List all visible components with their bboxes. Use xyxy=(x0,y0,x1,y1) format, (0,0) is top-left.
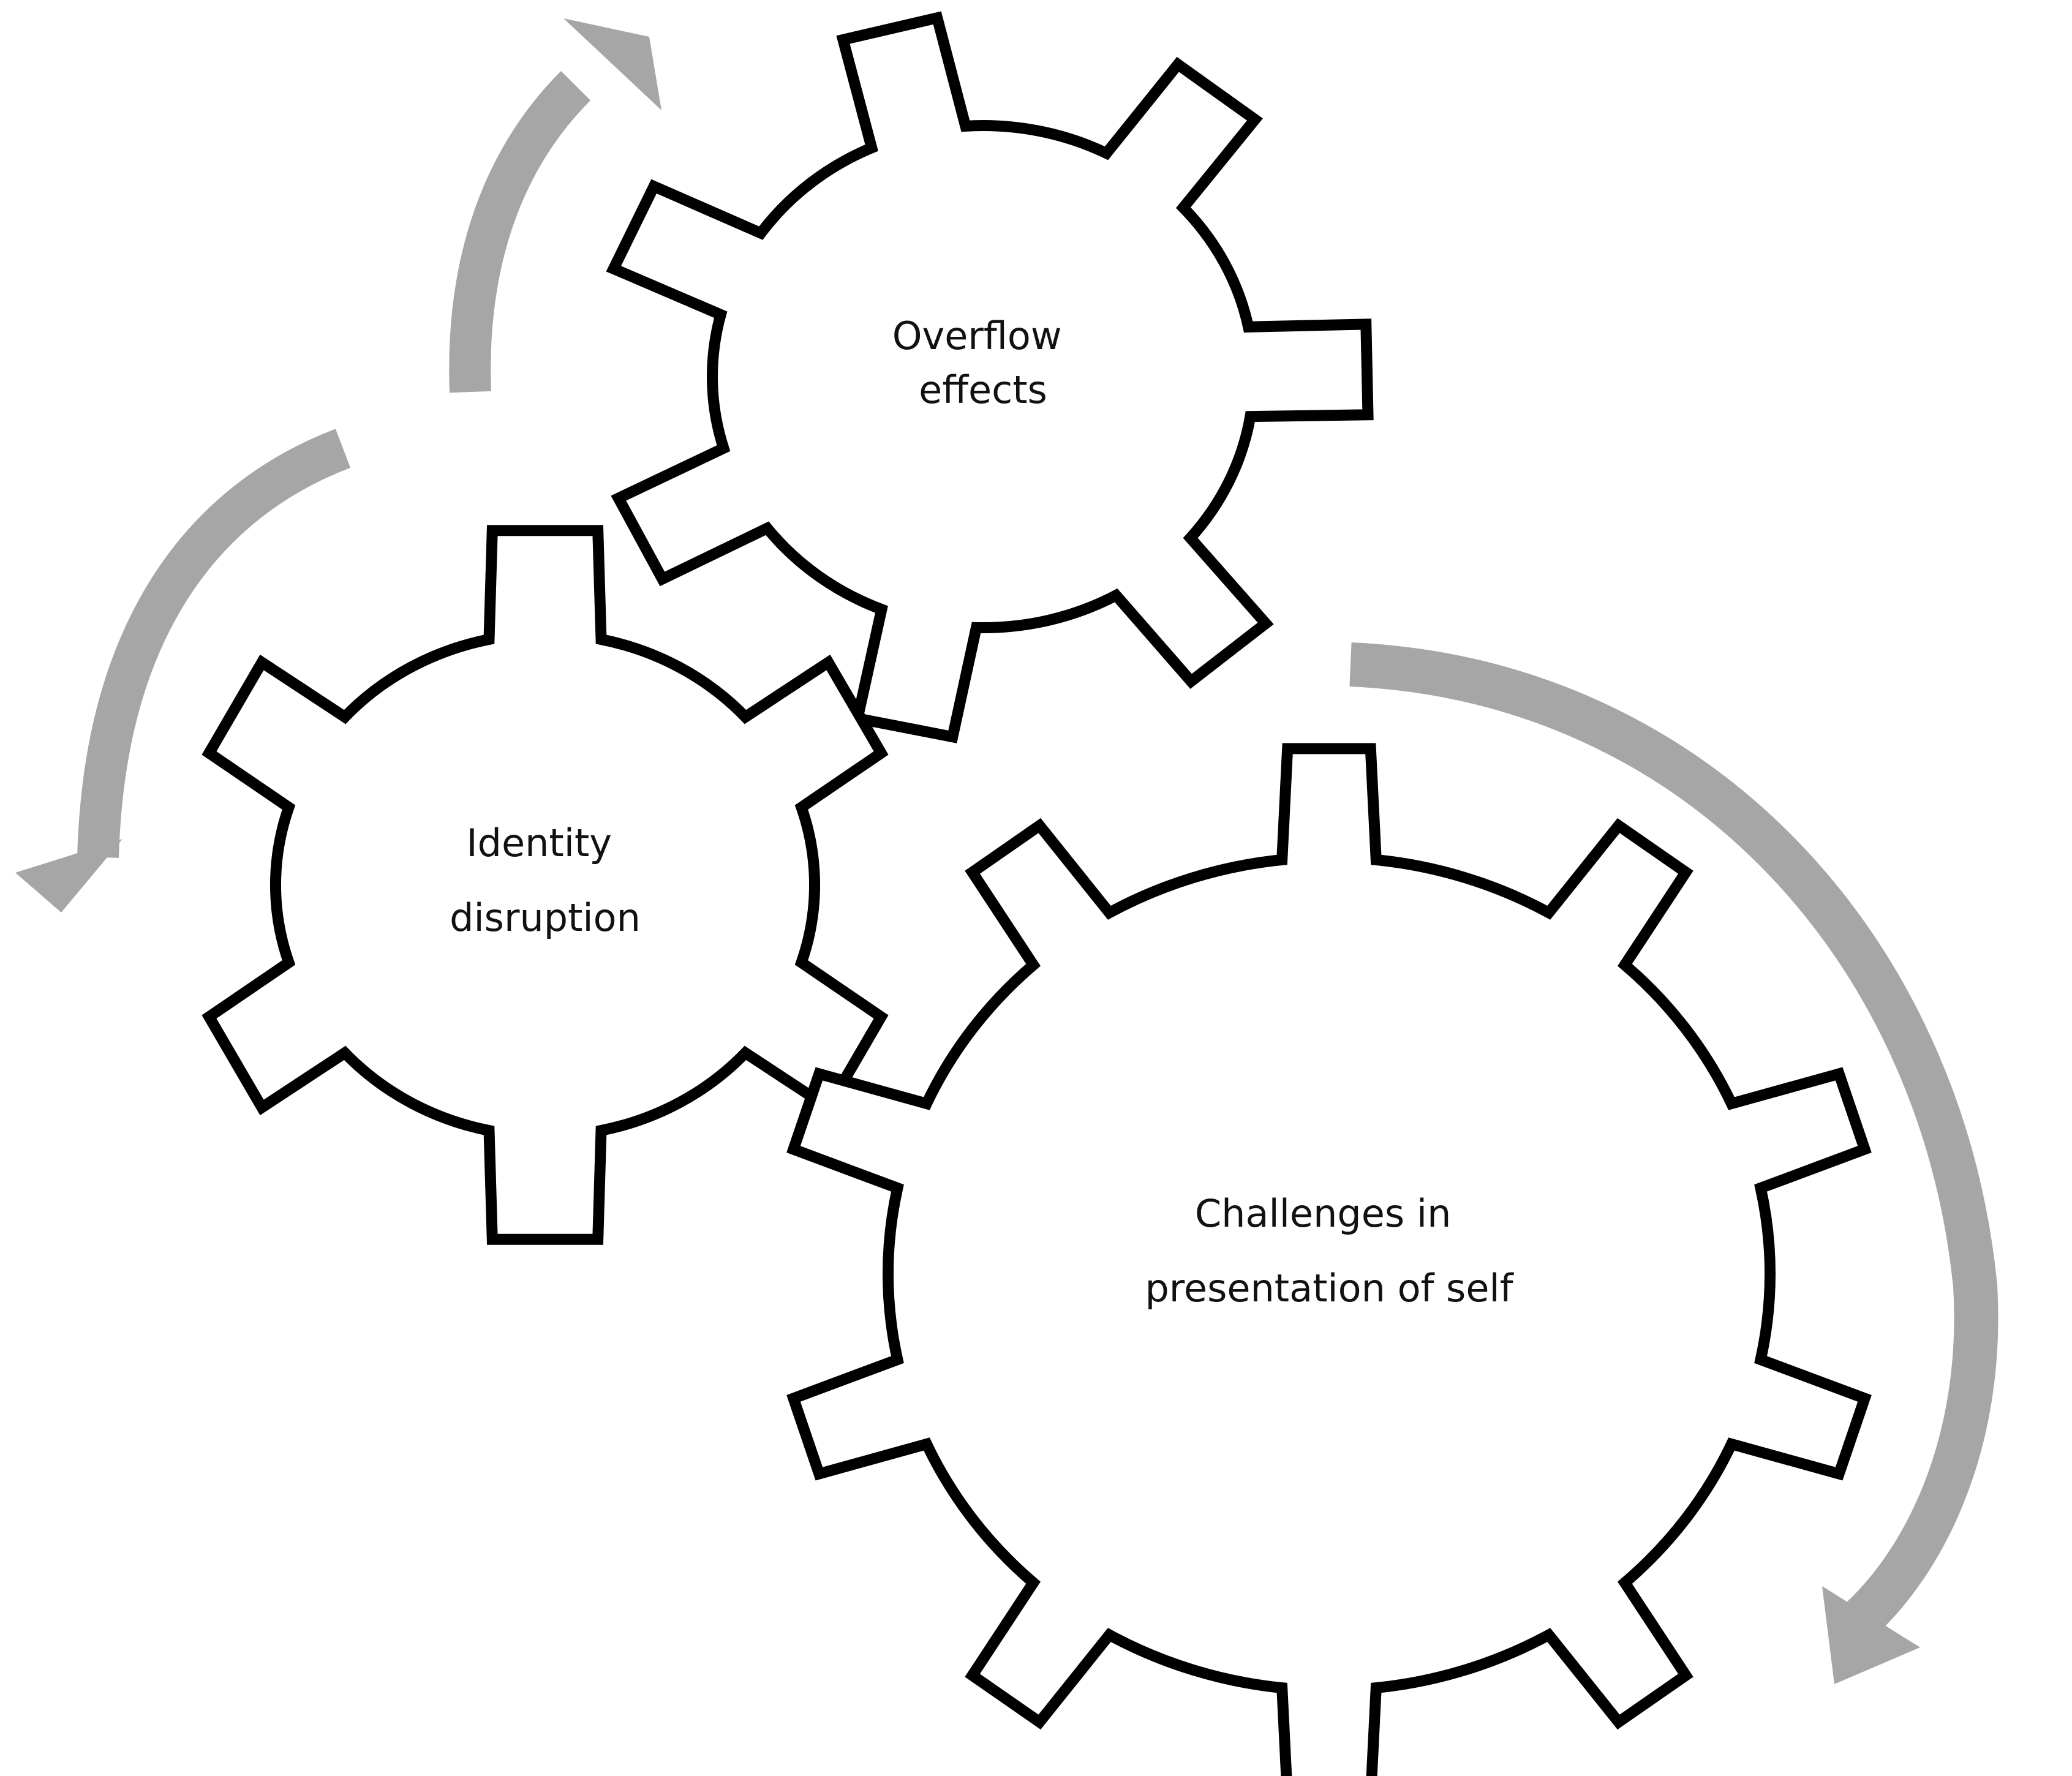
gear-label-line: Identity xyxy=(466,821,612,865)
gear-identity-disruption xyxy=(202,525,889,1245)
cycle-arrow-top xyxy=(449,18,661,393)
gear-label-line: effects xyxy=(919,367,1047,412)
gear-label-line: Challenges in xyxy=(1195,1191,1452,1236)
gear-challenges-presentation xyxy=(786,743,1872,1776)
gear-label-challenges: Challenges in presentation of self xyxy=(1145,1191,1514,1311)
gear-label-line: Overflow xyxy=(892,314,1062,358)
cycle-arrow-right xyxy=(1349,642,1999,1684)
gear-label-line: presentation of self xyxy=(1145,1266,1514,1311)
gear-label-overflow: Overflow effects xyxy=(892,314,1074,412)
gear-label-identity: Identity disruption xyxy=(450,821,641,940)
gear-overflow-effects xyxy=(606,11,1374,743)
gear-label-line: disruption xyxy=(450,895,641,940)
cycle-arrow-left xyxy=(15,429,351,912)
